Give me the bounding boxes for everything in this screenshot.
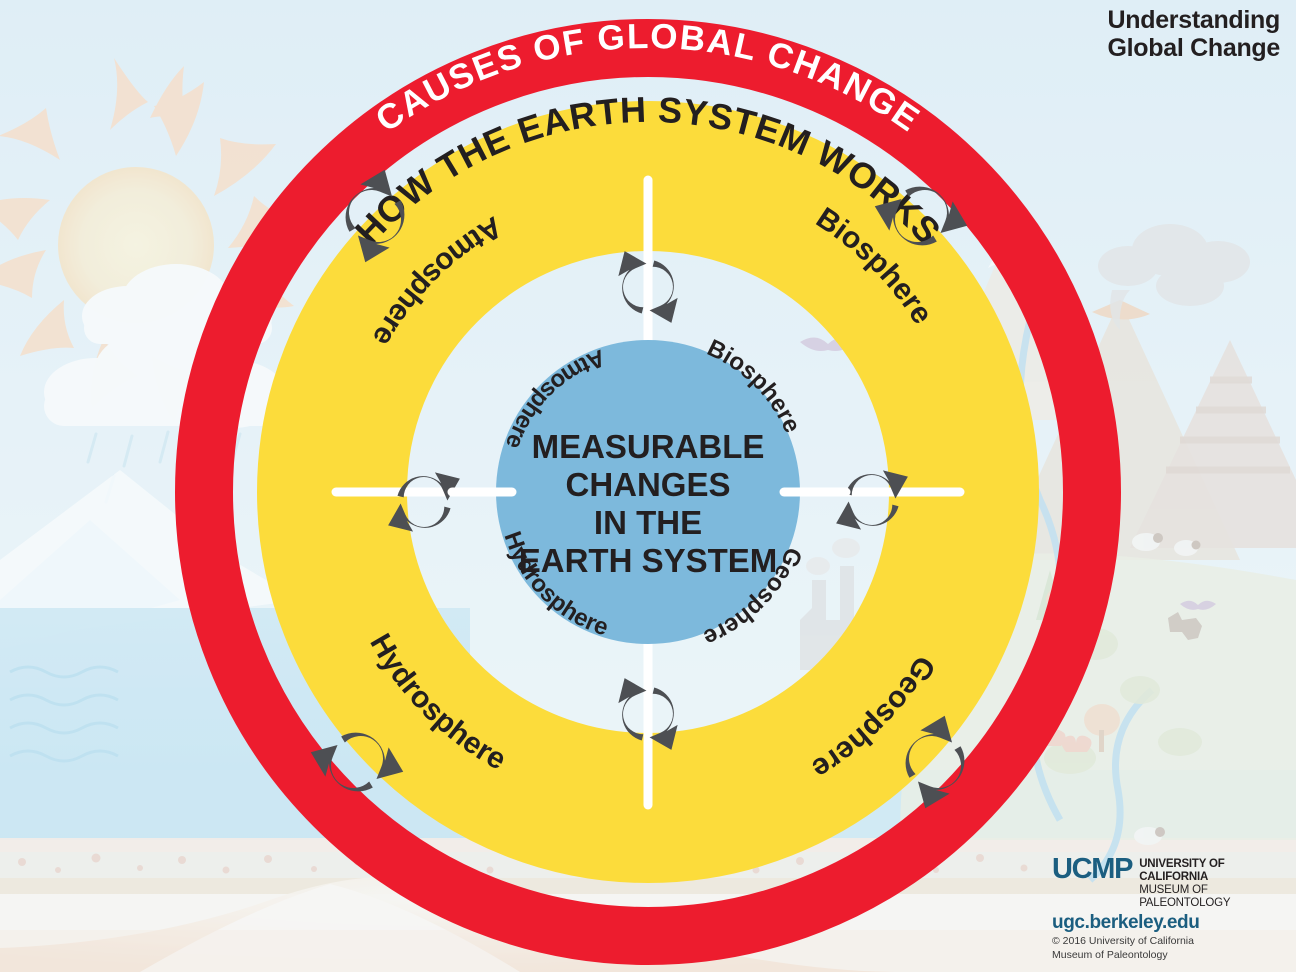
layered-mountain	[1130, 340, 1296, 548]
page-title: Understanding Global Change	[1107, 6, 1280, 62]
center-title-line-1: MEASURABLE	[532, 428, 765, 465]
ucmp-logo-block[interactable]: UCMP UNIVERSITY OF CALIFORNIA MUSEUM OF …	[1052, 852, 1282, 962]
smoke-plume	[1098, 224, 1250, 330]
page-title-line-1: Understanding	[1107, 6, 1281, 34]
logo-org-line-1: UNIVERSITY OF CALIFORNIA	[1139, 857, 1225, 883]
logo-org-line-2: MUSEUM OF PALEONTOLOGY	[1139, 884, 1231, 910]
logo-url-link[interactable]: ugc.berkeley.edu	[1052, 911, 1200, 933]
ucmp-wordmark: UCMP	[1052, 852, 1133, 885]
wolf-icon	[1168, 612, 1202, 640]
copyright-line-1: © 2016 University of California	[1052, 935, 1194, 948]
sheep-icon	[1132, 533, 1201, 845]
center-title: MEASURABLE CHANGES IN THE EARTH SYSTEM	[519, 428, 778, 579]
outer-ring-causes-of-global-change[interactable]	[175, 19, 1121, 965]
ucmp-mark-text: UCMP	[1052, 852, 1133, 885]
page-title-line-2: Global Change	[1107, 34, 1280, 62]
copyright-line-2: Museum of Paleontology	[1052, 949, 1168, 962]
center-title-line-4: EARTH SYSTEM	[519, 542, 778, 579]
center-title-line-2: CHANGES	[565, 466, 730, 503]
center-title-line-3: IN THE	[594, 504, 702, 541]
inner-circle-measurable-changes[interactable]	[496, 340, 800, 644]
